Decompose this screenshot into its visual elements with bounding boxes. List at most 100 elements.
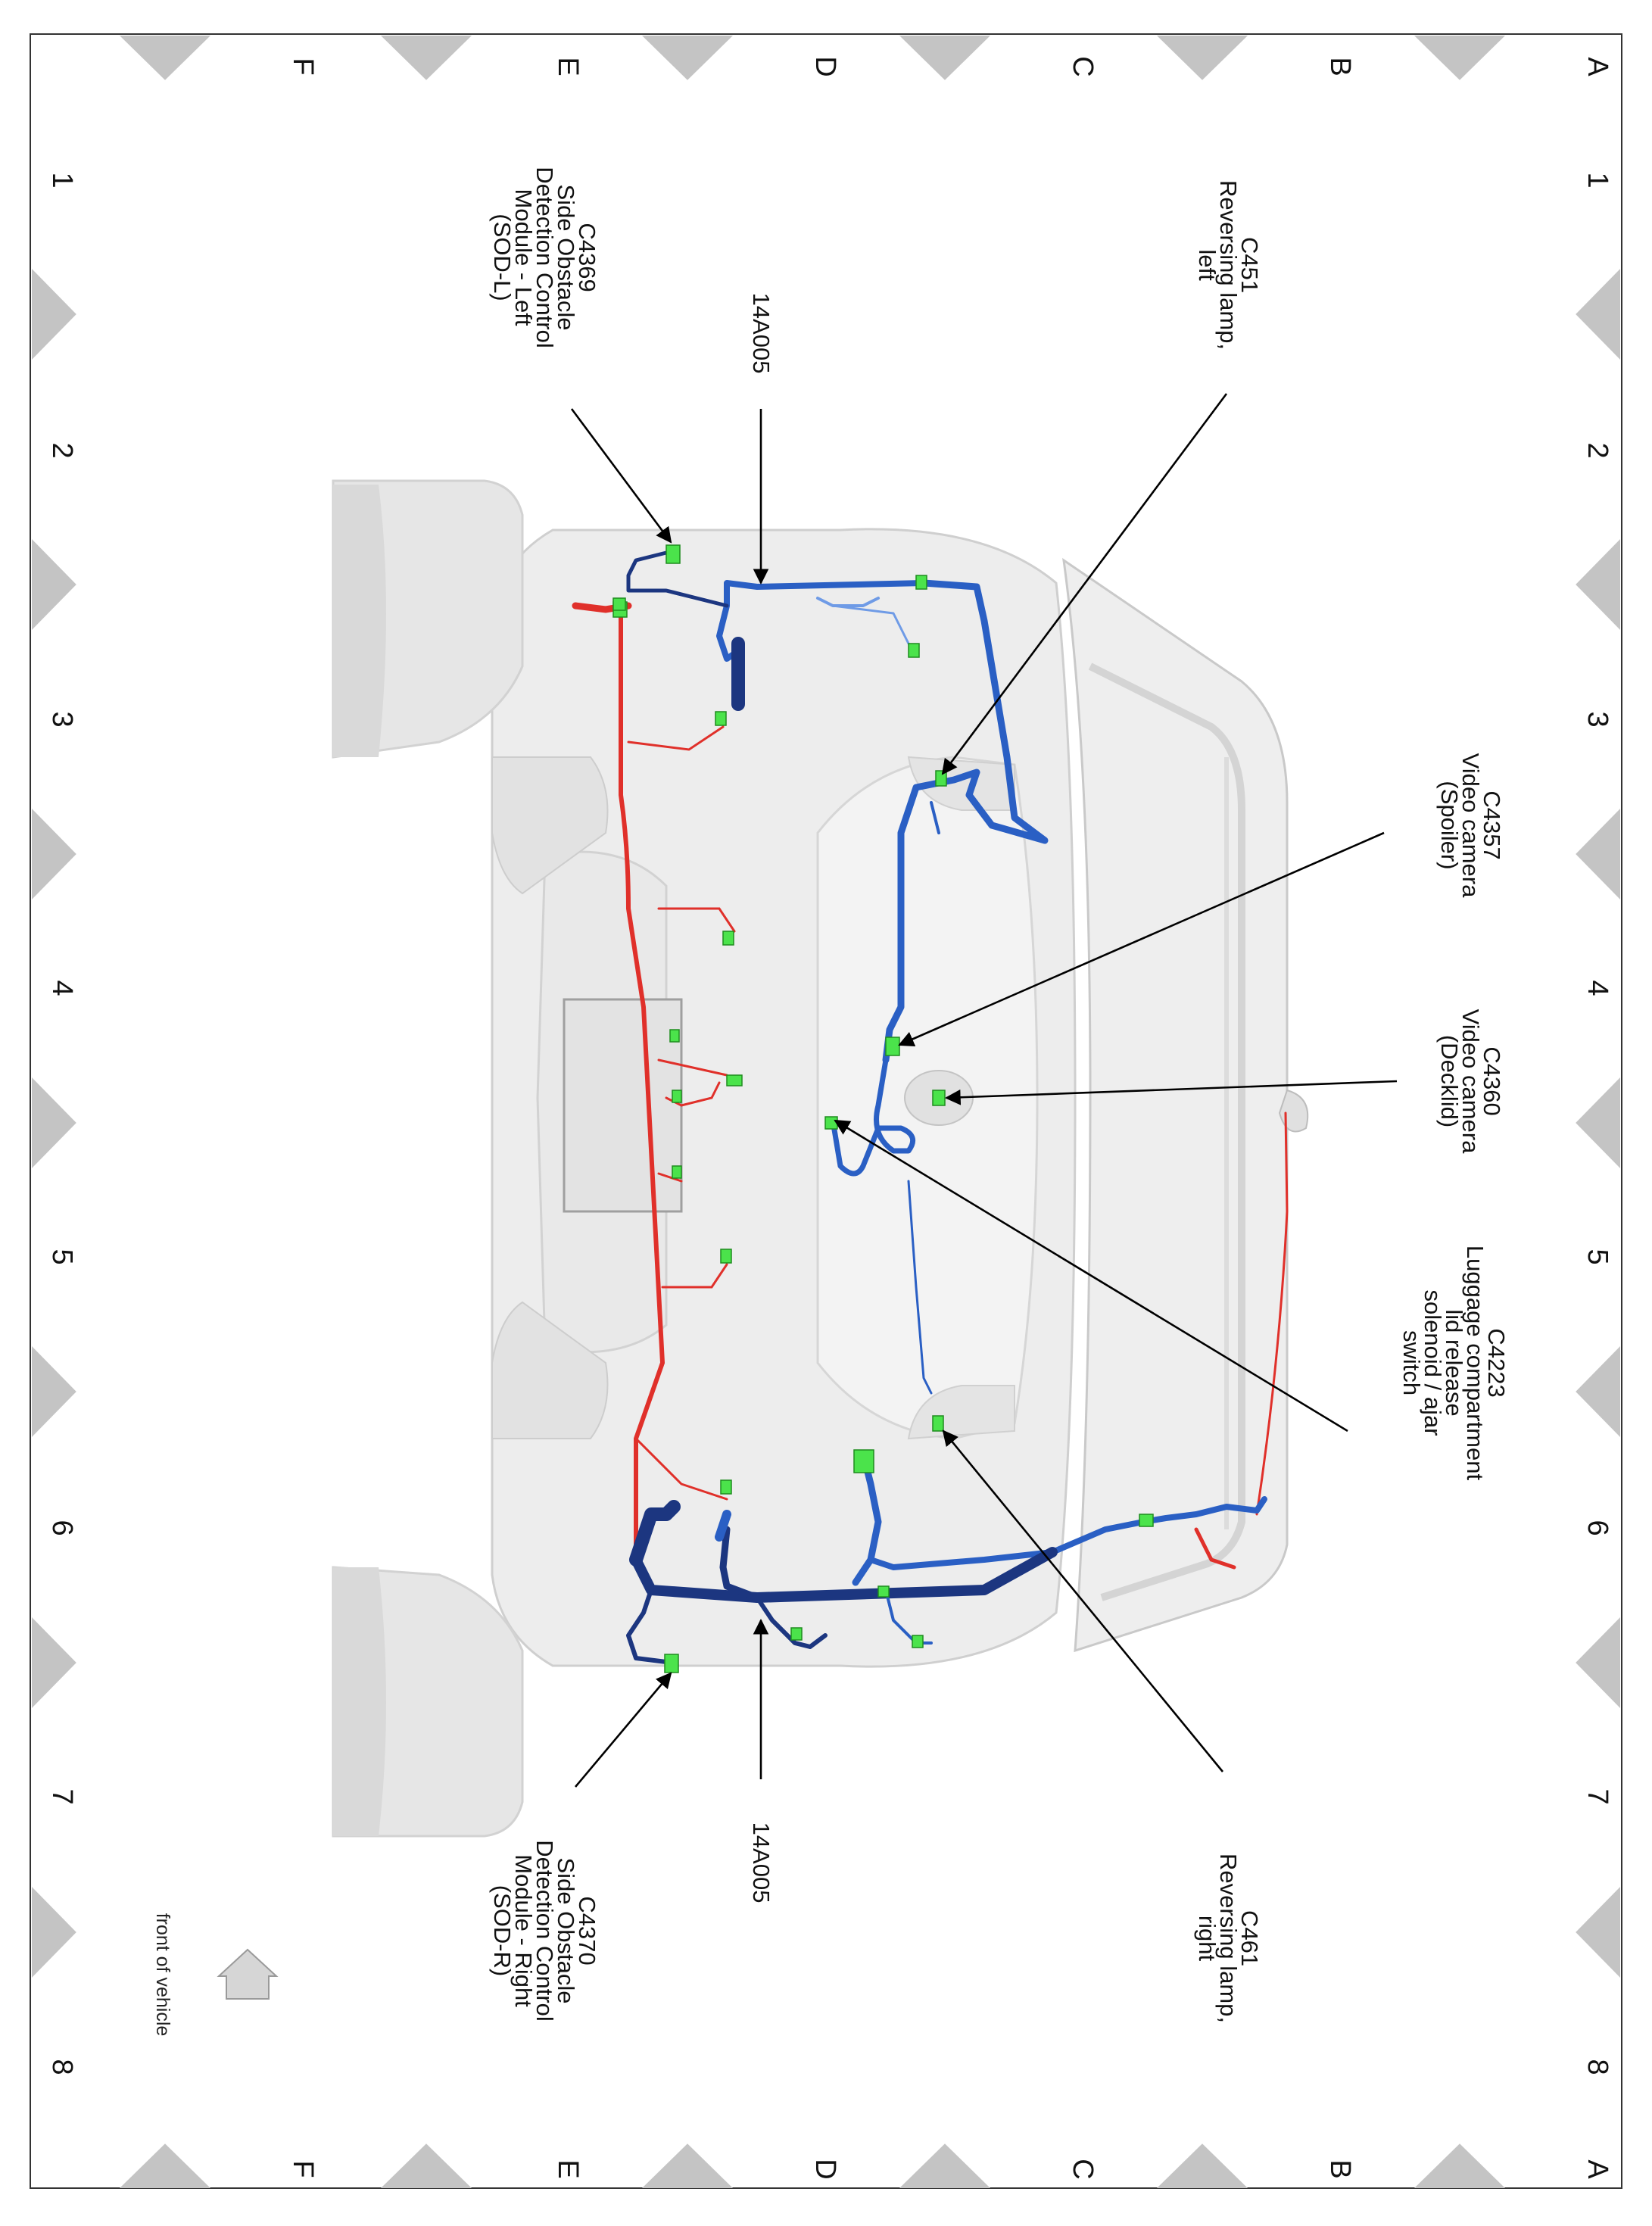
c4360-line3: (Decklid) <box>1436 1035 1463 1127</box>
marker-left-6 <box>32 1887 76 1978</box>
leader-lines <box>570 393 1398 1788</box>
connector-misc-6 <box>669 1029 680 1043</box>
callout-c4369: C4369 Side Obstacle Detection Control Mo… <box>489 167 600 348</box>
connector-misc-4 <box>715 711 727 726</box>
marker-right-4 <box>1576 1346 1620 1437</box>
marker-top-3 <box>642 36 733 80</box>
c4360-line2: Video camera <box>1457 1009 1484 1154</box>
marker-right-1 <box>1576 539 1620 630</box>
marker-top-1 <box>1157 36 1248 80</box>
marker-top-5 <box>120 36 210 80</box>
connector-misc-16 <box>790 1627 803 1641</box>
marker-left-4 <box>32 1346 76 1437</box>
zone-col-4-bottom: 4 <box>46 980 78 996</box>
zone-col-1-bottom: 1 <box>46 172 78 188</box>
page-border <box>30 33 1622 2189</box>
connector-c4357 <box>885 1037 900 1056</box>
callout-c461: C461 Reversing lamp, right <box>1194 1853 1263 2023</box>
connector-misc-14 <box>877 1585 890 1598</box>
connector-misc-10 <box>720 1249 732 1264</box>
connector-misc-9 <box>672 1165 682 1179</box>
marker-right-6 <box>1576 1887 1620 1978</box>
zone-col-8-top: 8 <box>1582 2059 1613 2075</box>
marker-right-3 <box>1576 1077 1620 1168</box>
zone-row-b-top: B <box>1324 57 1356 76</box>
leader-c4357 <box>898 831 1385 1047</box>
c4223-line5: switch <box>1398 1330 1425 1395</box>
label-14a005-left: 14A005 <box>748 293 775 374</box>
front-of-vehicle-indicator: front of vehicle <box>152 1913 279 2037</box>
c461-line3: right <box>1194 1916 1220 1962</box>
connector-misc-17 <box>612 597 626 611</box>
connector-misc-5 <box>722 931 734 946</box>
c4369-line1: C4369 <box>574 223 600 292</box>
connector-c461 <box>932 1415 944 1432</box>
zone-row-d-bottom: D <box>809 2159 841 2179</box>
connector-markers <box>612 544 1154 1673</box>
zone-col-7-bottom: 7 <box>46 1788 78 1804</box>
zone-col-3-bottom: 3 <box>46 711 78 727</box>
zone-row-a-bottom: A <box>1582 2159 1613 2179</box>
zone-row-f-bottom: F <box>287 2160 319 2178</box>
callout-c4357: C4357 Video camera (Spoiler) <box>1436 753 1505 898</box>
c4223-line2: Luggage compartment <box>1462 1246 1488 1481</box>
vehicle-rear-body <box>332 479 1309 1838</box>
callout-c4223: C4223 Luggage compartment lid release so… <box>1398 1246 1510 1481</box>
c4370-line4: Module - Right <box>510 1854 537 2007</box>
c4369-line5: (SOD-L) <box>489 214 516 301</box>
marker-right-5 <box>1576 1617 1620 1708</box>
marker-left-3 <box>32 1077 76 1168</box>
connector-misc-8 <box>672 1090 682 1103</box>
front-arrow-icon <box>217 1948 279 2000</box>
zone-col-4-top: 4 <box>1582 980 1613 996</box>
c4370-line5: (SOD-R) <box>489 1885 516 1977</box>
zone-col-7-top: 7 <box>1582 1788 1613 1804</box>
zone-labels: 1 2 3 4 5 6 7 8 1 2 3 4 5 6 7 8 A B C D … <box>46 56 1613 2179</box>
c4357-line3: (Spoiler) <box>1436 781 1463 869</box>
zone-col-6-top: 6 <box>1582 1520 1613 1535</box>
zone-row-c-bottom: C <box>1067 2159 1099 2179</box>
marker-left-0 <box>32 269 76 360</box>
zone-row-d-top: D <box>809 56 841 76</box>
marker-top-2 <box>899 36 990 80</box>
grid-markers <box>32 36 1620 2188</box>
marker-top-4 <box>381 36 472 80</box>
connector-misc-12 <box>853 1449 874 1473</box>
c4369-line2: Side Obstacle <box>553 185 579 331</box>
marker-bottom-1 <box>1157 2143 1248 2188</box>
c4370-line3: Detection Control <box>531 1840 558 2022</box>
connector-c4223 <box>824 1116 838 1130</box>
connector-c4370 <box>664 1654 679 1673</box>
zone-row-e-bottom: E <box>552 2159 584 2178</box>
c4370-line1: C4370 <box>574 1896 600 1965</box>
c451-line1: C451 <box>1236 237 1263 293</box>
callout-c451: C451 Reversing lamp, left <box>1194 180 1263 350</box>
marker-left-1 <box>32 539 76 630</box>
connector-misc-1 <box>915 575 927 590</box>
zone-row-a-top: A <box>1582 57 1613 76</box>
marker-bottom-5 <box>120 2143 210 2188</box>
connector-misc-7 <box>726 1074 743 1086</box>
zone-col-6-bottom: 6 <box>46 1520 78 1535</box>
leader-c4370 <box>575 1672 672 1788</box>
zone-row-f-top: F <box>287 58 319 75</box>
leader-c4369 <box>570 408 672 544</box>
zone-col-3-top: 3 <box>1582 711 1613 727</box>
leader-c4223 <box>834 1119 1348 1433</box>
marker-right-2 <box>1576 809 1620 899</box>
zone-row-b-bottom: B <box>1324 2159 1356 2178</box>
label-14a005-right: 14A005 <box>748 1822 775 1903</box>
marker-right-0 <box>1576 269 1620 360</box>
c451-line3: left <box>1194 249 1220 281</box>
c4223-line4: solenoid / ajar <box>1420 1289 1446 1436</box>
c4369-line4: Module - Left <box>510 189 537 326</box>
marker-bottom-2 <box>899 2143 990 2188</box>
connector-c4360 <box>932 1090 946 1106</box>
c451-line2: Reversing lamp, <box>1215 180 1242 350</box>
zone-col-2-bottom: 2 <box>46 442 78 458</box>
front-of-vehicle-label: front of vehicle <box>152 1913 173 2037</box>
c4357-line2: Video camera <box>1457 753 1484 898</box>
callout-c4360: C4360 Video camera (Decklid) <box>1436 1009 1505 1154</box>
c4370-line2: Side Obstacle <box>553 1858 579 2004</box>
